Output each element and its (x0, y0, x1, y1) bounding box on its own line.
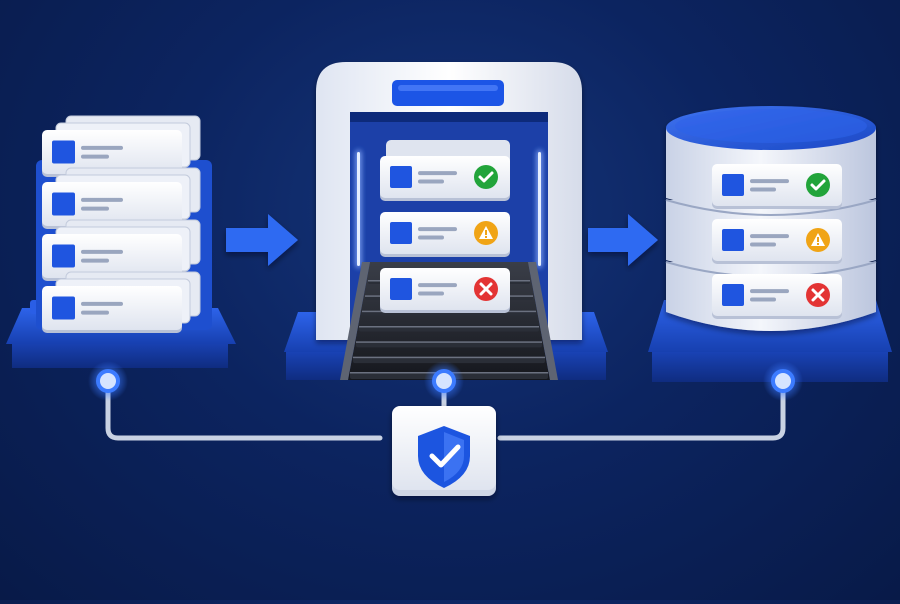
scanner-card-valid (380, 156, 510, 201)
node-source (88, 361, 128, 401)
database-card-warning (712, 219, 842, 264)
database-result-cards (712, 164, 842, 319)
x-circle-icon (474, 277, 498, 301)
source-record-4 (42, 286, 182, 333)
check-circle-icon (474, 165, 498, 189)
record-thumbnail-icon (52, 244, 75, 268)
record-thumbnail-icon (52, 296, 75, 320)
record-stack (42, 115, 201, 333)
record-thumbnail-icon (390, 222, 412, 244)
flow-arrow-2 (588, 214, 658, 266)
database-card-invalid (712, 274, 842, 319)
scanner-card-warning (380, 212, 510, 257)
source-record-3 (42, 234, 182, 281)
warning-triangle-icon (474, 221, 498, 245)
check-circle-icon (806, 173, 830, 197)
record-thumbnail-icon (722, 229, 744, 251)
scanner-card-invalid (380, 268, 510, 313)
record-thumbnail-icon (722, 284, 744, 306)
flow-arrow-1 (226, 214, 298, 266)
database-stage (648, 106, 892, 382)
record-thumbnail-icon (390, 278, 412, 300)
source-records-stage (6, 115, 236, 368)
database-card-valid (712, 164, 842, 209)
node-scanner (424, 361, 464, 401)
scanner-result-cards (380, 140, 510, 313)
shield-check-icon (418, 426, 470, 488)
node-database (763, 361, 803, 401)
x-circle-icon (806, 283, 830, 307)
source-record-1 (42, 130, 182, 177)
record-thumbnail-icon (722, 174, 744, 196)
source-record-2 (42, 182, 182, 229)
security-hub (392, 406, 496, 496)
record-thumbnail-icon (52, 140, 75, 164)
record-thumbnail-icon (390, 166, 412, 188)
warning-triangle-icon (806, 228, 830, 252)
connector-nodes (88, 361, 803, 401)
record-thumbnail-icon (52, 192, 75, 216)
validation-scanner-stage (284, 62, 608, 380)
